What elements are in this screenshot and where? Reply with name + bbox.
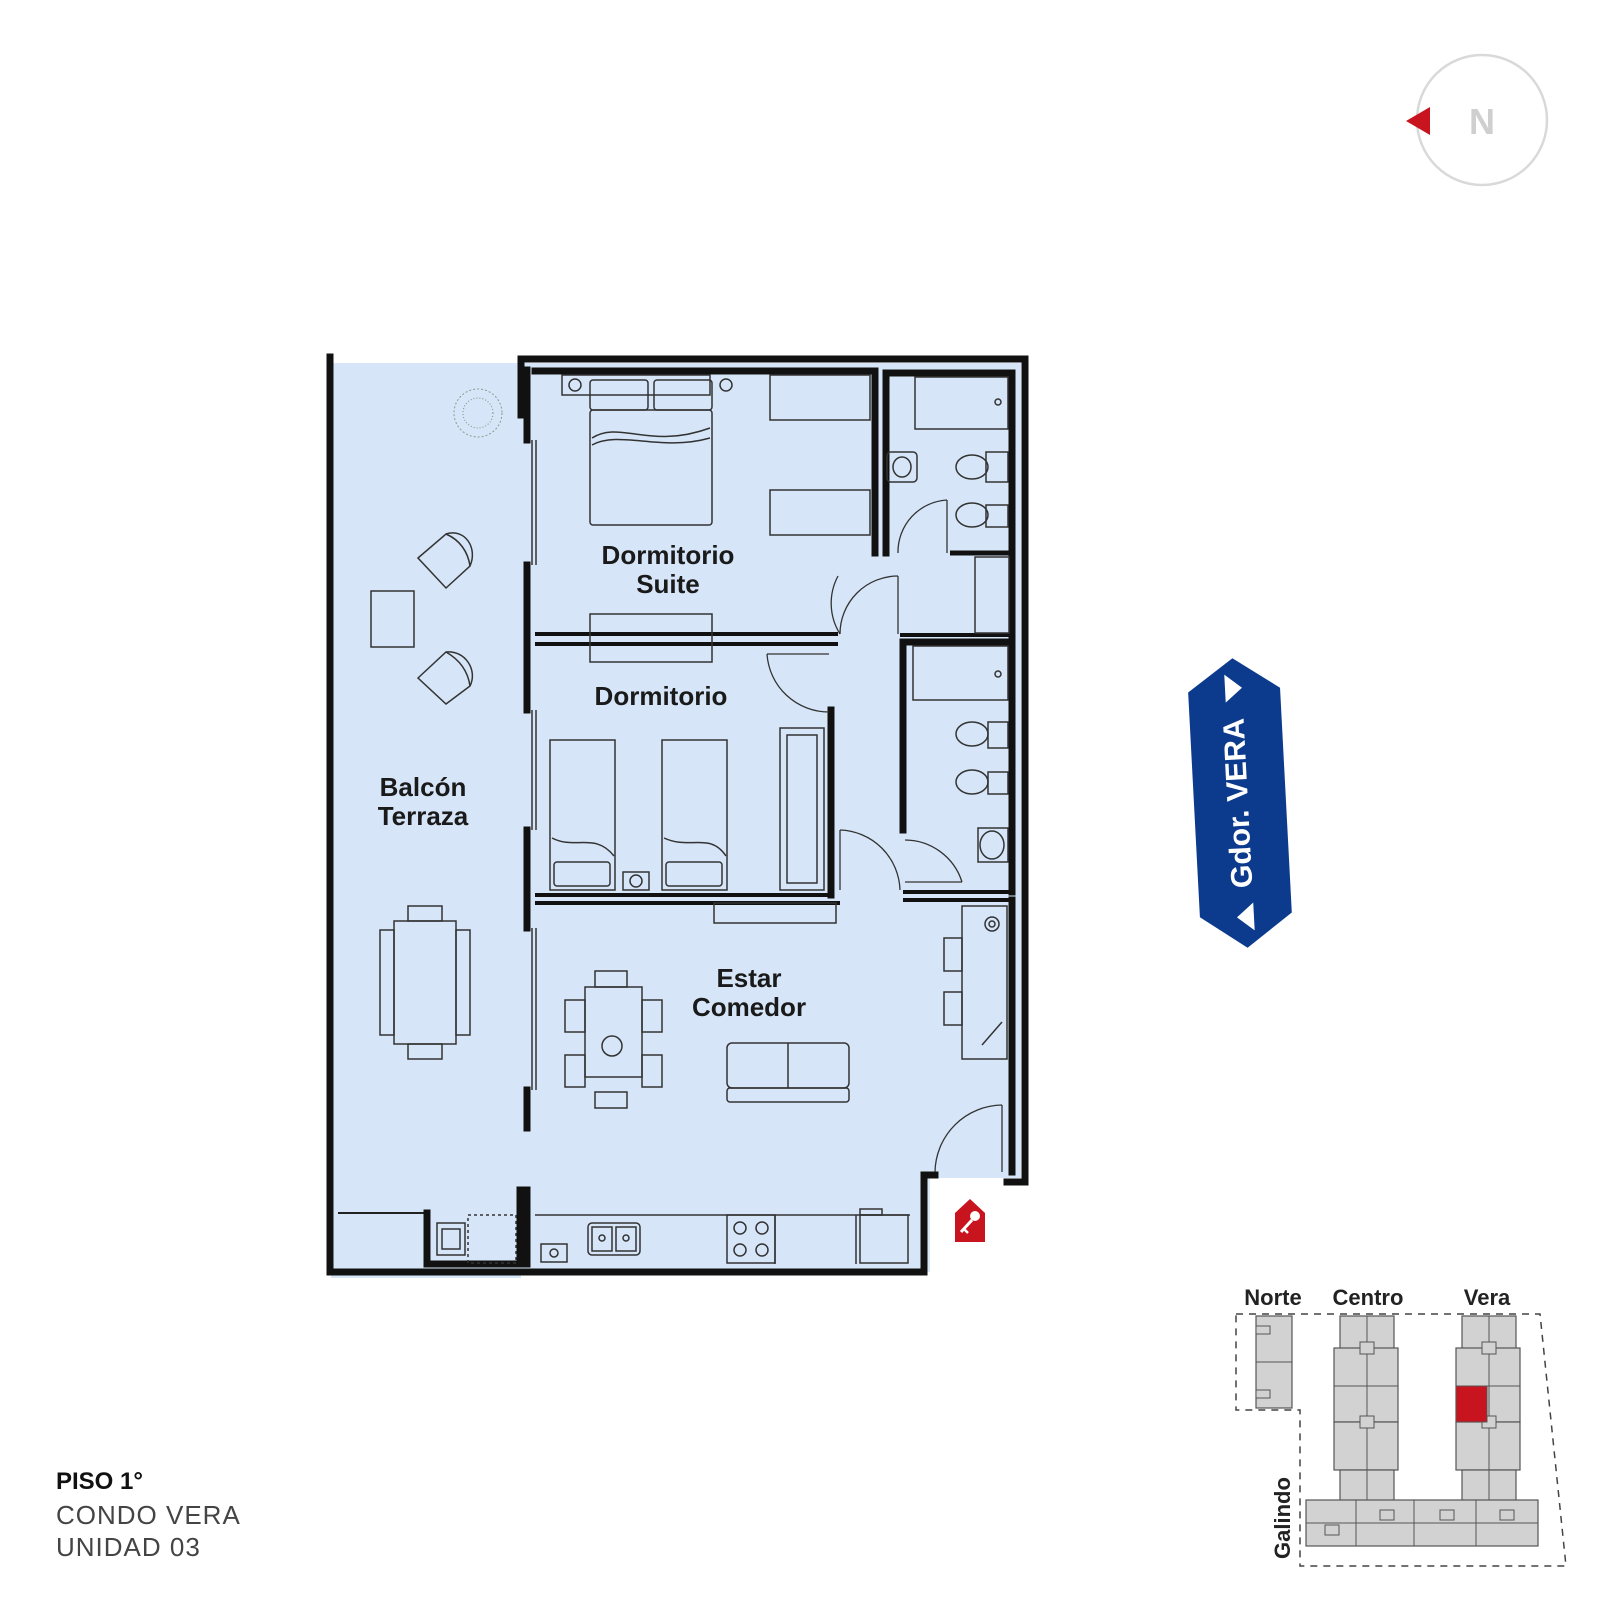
wardrobe — [769, 489, 871, 536]
fridge — [859, 1214, 909, 1264]
lamp-icon — [719, 378, 733, 392]
stool — [943, 937, 963, 972]
unit-label: UNIDAD 03 — [56, 1532, 201, 1562]
toilet-tank — [985, 451, 1009, 483]
side-table — [370, 590, 415, 648]
shower — [912, 645, 1009, 701]
wardrobe — [779, 727, 825, 891]
room-label-bedroom: Dormitorio — [595, 681, 728, 711]
stool — [943, 991, 963, 1026]
nightstand — [622, 871, 650, 891]
lounge-chair — [416, 532, 474, 590]
block-vera — [1455, 1315, 1521, 1509]
site-label-vera: Vera — [1464, 1285, 1511, 1310]
single-bed — [661, 739, 728, 891]
suite-furniture — [453, 374, 871, 663]
sink-counter — [467, 1214, 517, 1264]
room-label-living-line1: Estar — [716, 963, 781, 993]
desk — [589, 613, 713, 663]
headboard — [561, 374, 711, 396]
room-labels: Dormitorio Suite Dormitorio Balcón Terra… — [378, 540, 806, 1022]
block-centro — [1333, 1315, 1399, 1509]
street-sign-shape — [1188, 658, 1292, 948]
site-plan: Norte Centro Vera Galindo — [1235, 1285, 1567, 1567]
sink-icon — [886, 451, 918, 483]
site-label-galindo: Galindo — [1270, 1477, 1295, 1559]
lamp-icon — [568, 378, 582, 392]
floor-area — [331, 363, 1025, 1278]
room-label-balcony-line1: Balcón — [380, 772, 467, 802]
chair — [564, 1054, 586, 1088]
desk — [713, 902, 837, 924]
unit-highlight — [1455, 1385, 1488, 1423]
compass: N — [1406, 53, 1549, 187]
pillow — [553, 861, 611, 887]
doors — [766, 499, 1003, 1173]
appliance — [540, 1243, 568, 1263]
pillow — [665, 861, 723, 887]
room-label-suite-line1: Dormitorio — [602, 540, 735, 570]
cabinet — [974, 556, 1010, 634]
lounge-chair — [416, 651, 474, 705]
north-arrow-icon — [1406, 107, 1430, 135]
single-bed — [549, 739, 616, 891]
room-label-suite-line2: Suite — [636, 569, 700, 599]
street-sign: Gdor. VERA — [1188, 658, 1292, 948]
chair — [641, 1054, 663, 1088]
living-furniture — [540, 905, 1008, 1264]
plant-icon — [453, 388, 503, 438]
sink-icon — [979, 830, 1005, 860]
suite-bath-fixtures — [886, 376, 1010, 634]
toilet-icon — [955, 454, 989, 480]
condo-label: CONDO VERA — [56, 1500, 241, 1530]
arrow-down-icon — [1236, 902, 1255, 931]
shower — [914, 376, 1009, 430]
site-label-norte: Norte — [1244, 1285, 1301, 1310]
chair — [594, 1091, 628, 1109]
wardrobe — [769, 374, 871, 421]
grill-icon — [436, 1222, 466, 1256]
block-galindo — [1305, 1499, 1539, 1547]
walls — [326, 353, 1029, 1276]
sink-icon — [587, 1222, 641, 1256]
room-label-balcony-line2: Terraza — [378, 801, 469, 831]
balcony-furniture — [370, 532, 517, 1264]
kitchen-counter — [961, 905, 1008, 1060]
entrance-key-icon — [955, 1199, 985, 1242]
chair — [564, 999, 586, 1033]
chair — [594, 970, 628, 988]
chair — [641, 999, 663, 1033]
double-bed — [589, 409, 713, 526]
compass-north-label: N — [1469, 101, 1495, 142]
arrow-up-icon — [1224, 674, 1242, 703]
bidet-icon — [955, 502, 989, 528]
bedroom-furniture — [549, 727, 837, 924]
second-bath-fixtures — [912, 645, 1009, 863]
site-label-centro: Centro — [1333, 1285, 1404, 1310]
floor-label: PISO 1° — [56, 1468, 143, 1495]
room-label-living-line2: Comedor — [692, 992, 806, 1022]
